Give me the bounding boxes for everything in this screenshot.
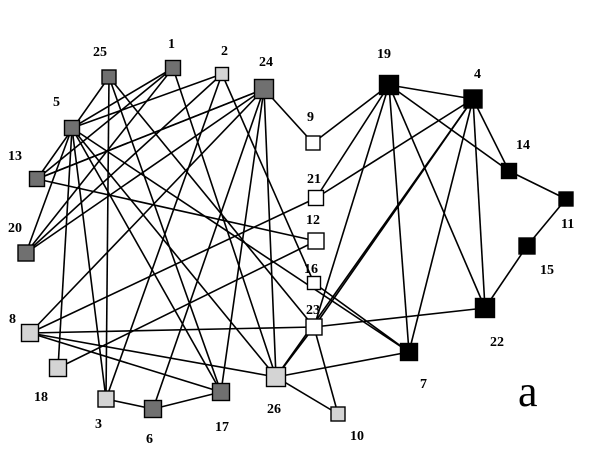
node-label-7: 7 (420, 377, 427, 392)
node-2 (214, 66, 230, 82)
edge-5-26 (71, 127, 277, 378)
node-10 (330, 406, 346, 422)
edge-20-24 (25, 88, 265, 254)
edge-16-7 (313, 282, 410, 353)
edge-20-5 (25, 127, 73, 254)
node-label-22: 22 (490, 335, 504, 350)
node-8 (20, 323, 40, 343)
node-1 (164, 59, 182, 77)
edge-24-8 (29, 88, 265, 334)
edge-1-5 (71, 67, 174, 129)
edge-5-7 (71, 127, 410, 353)
node-label-15: 15 (540, 263, 554, 278)
node-9 (305, 135, 321, 151)
node-label-17: 17 (215, 420, 229, 435)
node-label-12: 12 (306, 213, 320, 228)
node-16 (306, 275, 322, 291)
node-7 (399, 342, 419, 362)
edge-19-14 (388, 84, 510, 172)
node-15 (518, 237, 536, 255)
node-5 (63, 119, 81, 137)
edge-15-22 (484, 245, 528, 309)
edge-24-26 (263, 88, 277, 378)
node-label-16: 16 (304, 262, 318, 277)
node-label-21: 21 (307, 172, 321, 187)
edge-13-12 (36, 178, 317, 242)
node-20 (17, 244, 35, 262)
node-label-4: 4 (474, 67, 481, 82)
edge-14-11 (508, 170, 567, 200)
node-label-3: 3 (95, 417, 102, 432)
node-label-26: 26 (267, 402, 281, 417)
edge-7-26 (275, 351, 410, 378)
node-12 (307, 232, 325, 250)
edge-19-7 (388, 84, 410, 353)
node-6 (143, 399, 163, 419)
edge-18-5 (57, 127, 73, 369)
node-label-19: 19 (377, 47, 391, 62)
node-13 (28, 170, 46, 188)
node-label-20: 20 (8, 221, 22, 236)
edge-4-22 (472, 98, 486, 309)
node-label-18: 18 (34, 390, 48, 405)
node-label-5: 5 (53, 95, 60, 110)
node-label-8: 8 (9, 312, 16, 327)
node-label-25: 25 (93, 45, 107, 60)
node-18 (48, 358, 68, 378)
panel-letter: a (518, 367, 538, 416)
edge-25-3 (105, 76, 110, 400)
node-label-11: 11 (561, 217, 574, 232)
node-21 (307, 189, 325, 207)
edge-8-21 (29, 197, 317, 334)
node-label-23: 23 (306, 303, 320, 318)
edge-3-2 (105, 73, 223, 400)
edge-9-19 (312, 84, 390, 144)
edge-25-23 (108, 76, 315, 328)
edge-8-23 (29, 326, 315, 334)
node-label-24: 24 (259, 55, 273, 70)
edge-4-14 (472, 98, 510, 172)
node-layer (17, 59, 574, 422)
edge-13-24 (36, 88, 265, 180)
edge-23-10 (313, 326, 339, 415)
edge-23-22 (313, 307, 486, 328)
node-24 (253, 78, 275, 100)
edge-5-3 (71, 127, 107, 400)
edge-19-22 (388, 84, 486, 309)
edge-18-12 (57, 240, 317, 369)
edge-1-26 (172, 67, 277, 378)
edge-8-26 (29, 332, 277, 378)
edge-5-17 (71, 127, 222, 393)
node-4 (463, 89, 483, 109)
node-label-14: 14 (516, 138, 530, 153)
edge-20-1 (25, 67, 174, 254)
node-label-1: 1 (168, 37, 175, 52)
edge-21-19 (315, 84, 390, 199)
edge-26-10 (275, 376, 339, 415)
edge-19-4 (388, 84, 474, 100)
node-14 (500, 162, 518, 180)
node-17 (211, 382, 231, 402)
node-3 (97, 390, 115, 408)
edge-layer (25, 67, 567, 415)
node-label-9: 9 (307, 110, 314, 125)
node-label-13: 13 (8, 149, 22, 164)
edge-4-7 (408, 98, 474, 353)
node-19 (378, 74, 400, 96)
node-22 (474, 297, 496, 319)
node-26 (265, 366, 287, 388)
edge-8-17 (29, 332, 222, 393)
edge-6-17 (152, 391, 222, 410)
node-label-10: 10 (350, 429, 364, 444)
node-label-2: 2 (221, 44, 228, 59)
edge-23-19 (313, 84, 390, 328)
node-25 (101, 69, 117, 85)
node-label-6: 6 (146, 432, 153, 447)
node-11 (558, 191, 574, 207)
node-23 (305, 318, 323, 336)
